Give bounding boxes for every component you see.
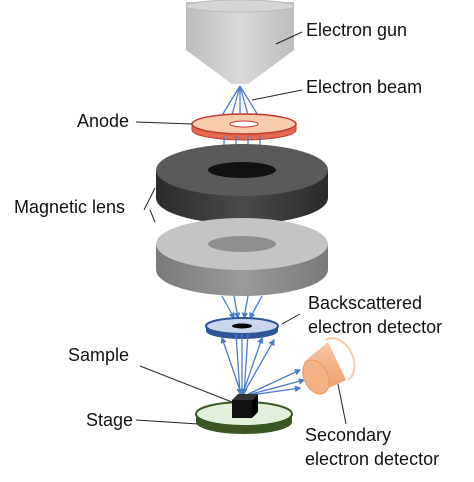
label-anode: Anode bbox=[77, 111, 130, 131]
sample bbox=[232, 394, 258, 418]
leader-secondary bbox=[337, 383, 347, 425]
leader-backscattered bbox=[281, 313, 301, 325]
label-electron-beam: Electron beam bbox=[306, 77, 423, 97]
leader-sample bbox=[139, 365, 233, 403]
label-electron-gun: Electron gun bbox=[306, 20, 408, 40]
scattered-electrons bbox=[220, 336, 306, 397]
magnetic-lens-upper bbox=[156, 144, 328, 224]
stage bbox=[195, 401, 293, 434]
beam-lens-to-detector bbox=[221, 295, 263, 320]
anode bbox=[191, 113, 297, 141]
label-stage: Stage bbox=[86, 410, 134, 430]
leader-anode bbox=[135, 121, 193, 125]
label-magnetic-lens: Magnetic lens bbox=[14, 197, 126, 217]
label-backscattered-line2: electron detector bbox=[308, 317, 443, 337]
backscattered-detector bbox=[205, 317, 279, 339]
secondary-detector bbox=[302, 337, 356, 395]
leader-electron-gun bbox=[275, 31, 303, 45]
label-secondary-line1: Secondary bbox=[305, 425, 392, 445]
leader-magnetic-lens bbox=[143, 187, 156, 223]
label-sample: Sample bbox=[68, 345, 130, 365]
label-secondary-line2: electron detector bbox=[305, 449, 440, 469]
leader-electron-beam bbox=[251, 89, 303, 101]
beam-to-sample bbox=[235, 333, 249, 396]
leader-stage bbox=[135, 419, 199, 425]
label-backscattered-line1: Backscattered bbox=[308, 293, 423, 313]
leader-lines bbox=[135, 31, 347, 425]
magnetic-lens-lower bbox=[156, 218, 328, 296]
electron-gun bbox=[185, 0, 295, 84]
